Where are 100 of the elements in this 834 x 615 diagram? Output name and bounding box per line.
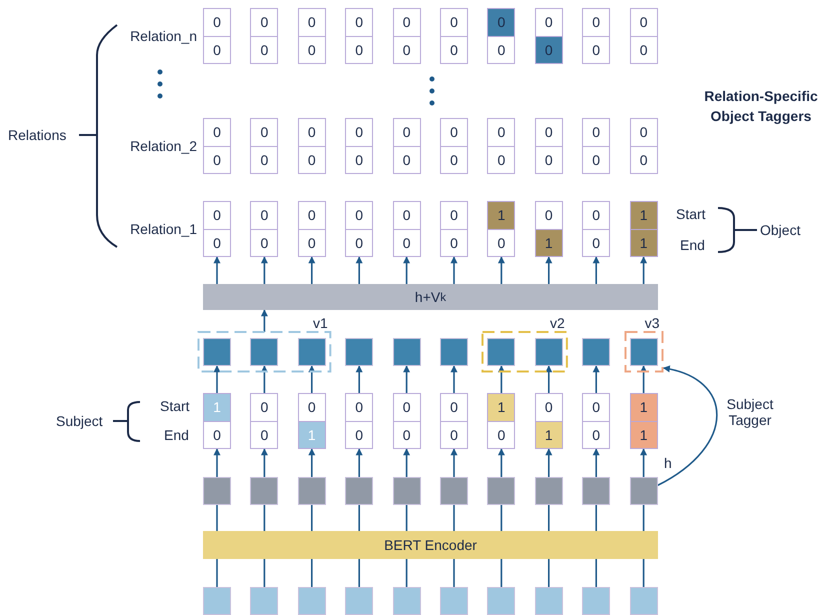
arrow (545, 448, 552, 477)
tag-value: 0 (441, 228, 467, 256)
arrow (260, 309, 268, 332)
tag-column (250, 118, 278, 174)
tag-column (345, 118, 374, 174)
curved-arrow (657, 366, 718, 486)
tag-value: 0 (591, 13, 602, 32)
tag-value: 0 (449, 13, 459, 32)
group-label: v3 (644, 316, 660, 331)
tag-column (345, 8, 374, 64)
tag-value: 0 (591, 123, 602, 142)
tag-column (534, 8, 563, 64)
tag-value: 0 (204, 420, 230, 448)
arrow (592, 448, 600, 477)
connector-line (500, 559, 502, 587)
tag-value: 0 (630, 146, 657, 173)
tag-value: 0 (394, 228, 420, 256)
tag-value: 0 (212, 123, 222, 142)
tag-value: 0 (449, 206, 459, 226)
tag-value: 0 (488, 9, 514, 36)
tag-column (534, 201, 563, 257)
embedding-square (298, 587, 326, 615)
tag-value: 1 (630, 394, 657, 420)
tag-value: 0 (591, 206, 602, 226)
arrow (640, 448, 648, 477)
tag-column (534, 393, 563, 449)
tag-column (440, 8, 468, 64)
tag-column (582, 201, 610, 257)
tag-column (534, 118, 563, 174)
tag-column (392, 8, 421, 64)
connector-line (358, 559, 360, 587)
tag-value: 0 (204, 36, 230, 63)
annotation-label: Subject (56, 413, 103, 429)
arrow (260, 448, 268, 477)
connector-line (311, 559, 313, 587)
connector-line (453, 559, 455, 587)
tag-column (203, 201, 231, 257)
tag-value: 0 (354, 398, 364, 418)
tag-column (487, 201, 516, 257)
tag-column (630, 8, 658, 64)
connector-line (406, 559, 408, 587)
tag-column (203, 8, 231, 64)
embedding-square (392, 477, 421, 505)
arrow (498, 448, 505, 477)
tag-value: 0 (259, 398, 270, 418)
arrow (592, 365, 600, 393)
tag-value: 0 (306, 13, 317, 32)
arrow (640, 365, 648, 393)
connector-line (264, 559, 266, 587)
tag-column (582, 393, 610, 449)
tag-value: 1 (488, 202, 514, 228)
arrow (214, 256, 220, 284)
tag-value: 0 (298, 228, 325, 256)
embedding-square (440, 477, 468, 505)
tag-value: 0 (441, 420, 467, 448)
arrow (498, 256, 505, 284)
connector-line (453, 505, 455, 531)
tag-column (630, 118, 658, 174)
annotation-label: End (680, 237, 705, 253)
embedding-square (630, 587, 658, 615)
tag-value: 0 (251, 420, 278, 448)
arrow (403, 448, 410, 477)
tag-column (630, 201, 658, 257)
tag-column (298, 8, 326, 64)
tag-value: 0 (536, 146, 562, 173)
tag-value: 0 (638, 123, 648, 142)
tag-column (345, 393, 374, 449)
embedding-square (582, 477, 610, 505)
embedding-square (582, 338, 610, 366)
embedding-square (345, 477, 374, 505)
embedding-square (250, 477, 278, 505)
tag-value: 0 (488, 146, 514, 173)
embedding-square (582, 587, 610, 615)
tag-value: 0 (402, 206, 412, 226)
tag-value: 0 (212, 206, 222, 226)
tag-value: 1 (204, 394, 230, 420)
arrow (592, 256, 600, 284)
tag-value: 0 (306, 398, 317, 418)
tag-value: 0 (544, 206, 554, 226)
tag-value: 0 (449, 123, 459, 142)
embedding-square (392, 338, 421, 366)
tag-column (440, 118, 468, 174)
tag-value: 0 (394, 146, 420, 173)
arrow (356, 256, 363, 284)
tag-value: 0 (394, 420, 420, 448)
tag-column (203, 118, 231, 174)
tag-value: 1 (630, 228, 657, 256)
tag-column (345, 201, 374, 257)
tag-value: 0 (259, 206, 270, 226)
tag-value: 0 (346, 36, 372, 63)
embedding-square (203, 338, 231, 366)
tag-value: 1 (488, 394, 514, 420)
arrow (214, 448, 220, 477)
tag-value: 1 (536, 228, 562, 256)
tag-column (203, 393, 231, 449)
embedding-square (345, 587, 374, 615)
connector-line (548, 559, 550, 587)
annotation-label: End (164, 427, 189, 443)
arrow (450, 365, 458, 393)
tag-value: 0 (251, 36, 278, 63)
